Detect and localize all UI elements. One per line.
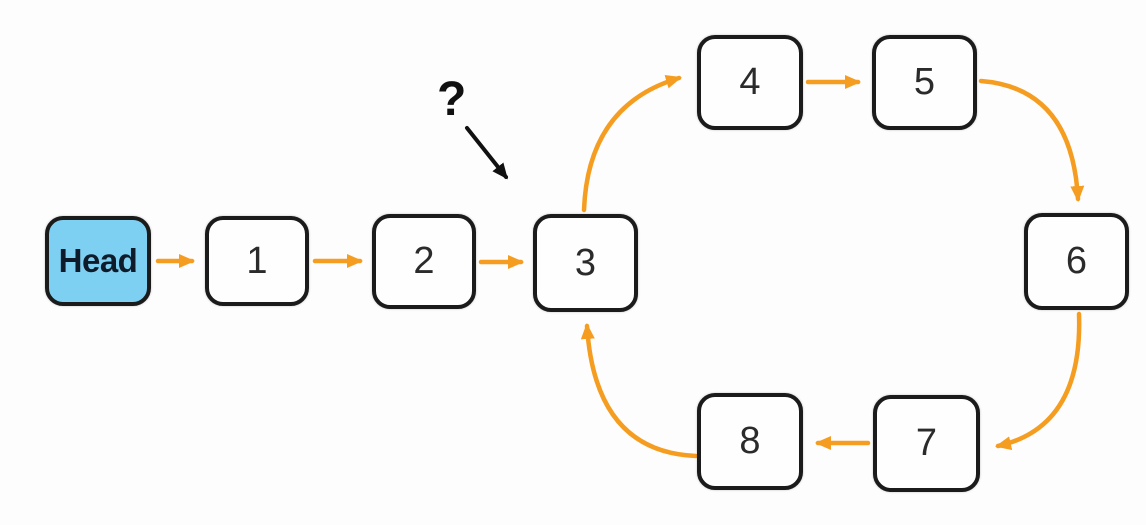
node-5: 5	[872, 35, 977, 130]
node-label: 3	[574, 241, 597, 284]
node-label: Head	[58, 242, 138, 279]
edge-6-to-7	[995, 311, 1082, 450]
node-label: 7	[915, 422, 938, 464]
node-label: 4	[739, 61, 761, 103]
node-head: Head	[45, 216, 151, 306]
node-label: 5	[913, 61, 936, 103]
question-arrow	[465, 126, 508, 180]
node-8: 8	[697, 393, 803, 490]
edge-8-to-3	[580, 323, 699, 459]
node-label: 6	[1065, 240, 1088, 282]
node-7: 7	[873, 395, 980, 492]
node-label: 2	[413, 240, 435, 282]
edge-5-to-6	[978, 78, 1085, 202]
node-2: 2	[372, 214, 476, 309]
node-3: 3	[533, 214, 638, 312]
node-6: 6	[1024, 213, 1129, 310]
node-1: 1	[205, 216, 309, 306]
question-mark: ?	[437, 73, 467, 126]
edge-3-to-4	[581, 74, 682, 213]
node-label: 1	[246, 239, 268, 282]
node-label: 8	[739, 420, 761, 462]
node-4: 4	[697, 35, 803, 130]
